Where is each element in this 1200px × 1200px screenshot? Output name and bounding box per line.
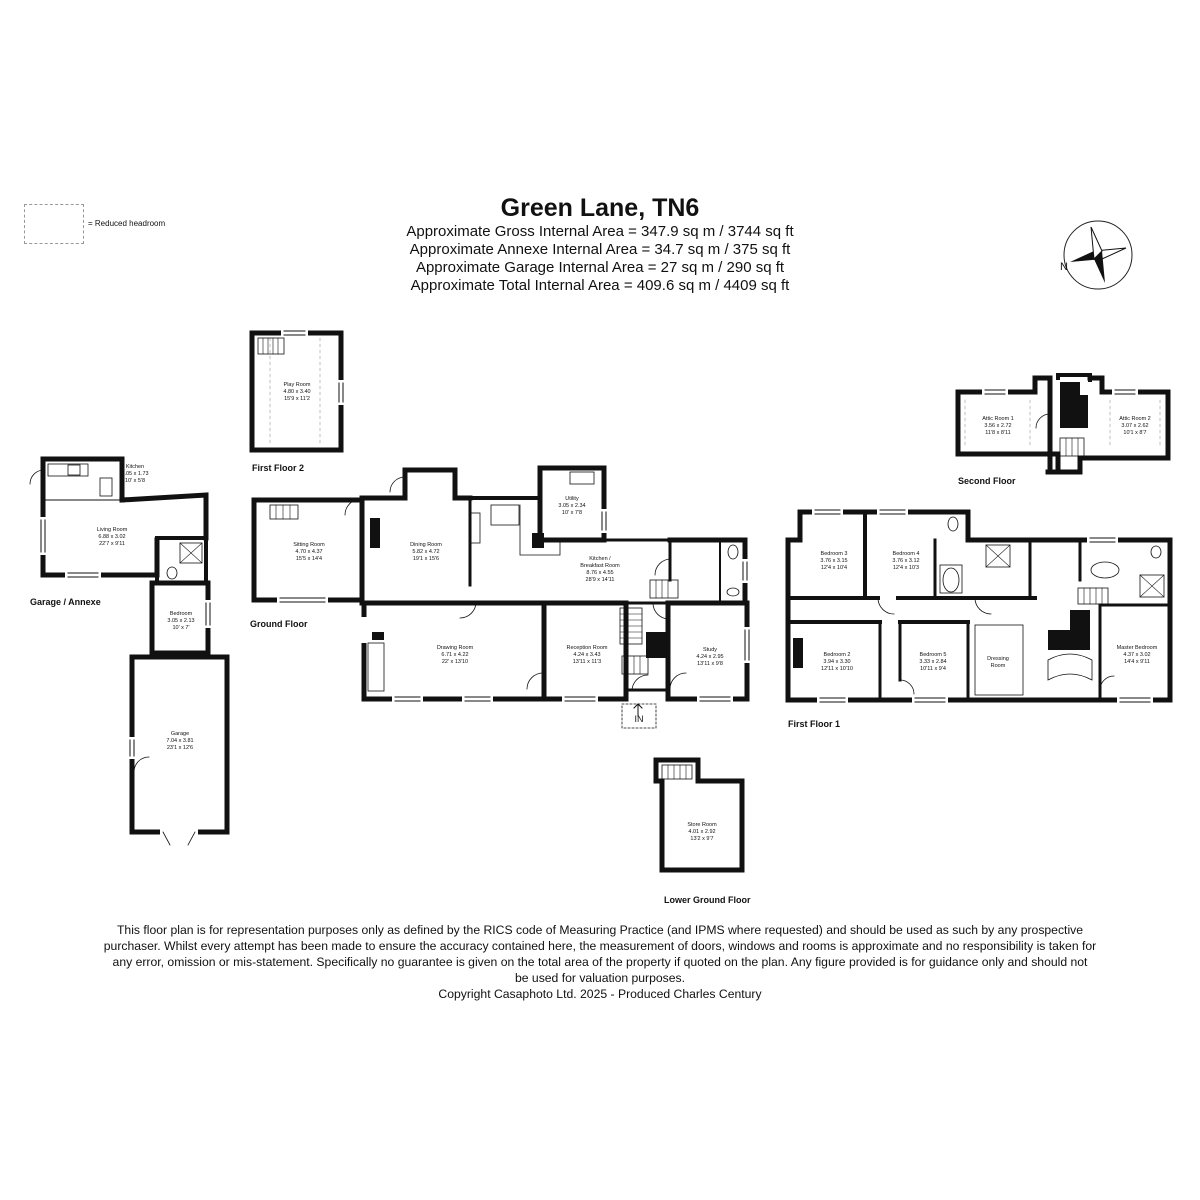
garage-annexe-label: Garage / Annexe bbox=[30, 597, 101, 607]
living-room-metric: 6.88 x 3.02 bbox=[98, 534, 125, 540]
attic-room-2-metric: 3.07 x 2.62 bbox=[1121, 423, 1148, 429]
entrance-label: IN bbox=[635, 714, 644, 724]
disclaimer-line-1: This floor plan is for representation pu… bbox=[116, 923, 1084, 937]
bedroom-4-imperial: 12'4 x 10'3 bbox=[893, 565, 919, 571]
bedroom-annexe-metric: 3.05 x 2.13 bbox=[167, 618, 194, 624]
kitchen-breakfast-metric: 8.76 x 4.55 bbox=[586, 570, 613, 576]
bedroom-2-name: Bedroom 2 bbox=[824, 652, 851, 658]
dressing-room-name-1: Dressing bbox=[987, 656, 1009, 662]
second-floor-plan bbox=[955, 373, 1171, 475]
disclaimer: This floor plan is for representation pu… bbox=[70, 922, 1130, 1002]
ground-floor-label: Ground Floor bbox=[250, 619, 308, 629]
sitting-room-name: Sitting Room bbox=[293, 542, 325, 548]
dining-room-imperial: 19'1 x 15'6 bbox=[413, 556, 439, 562]
kitchen-annexe-name: Kitchen bbox=[126, 464, 144, 470]
bedroom-annexe-name: Bedroom bbox=[170, 611, 193, 617]
drawing-room-name: Drawing Room bbox=[437, 645, 474, 651]
kitchen-breakfast-name-2: Breakfast Room bbox=[580, 563, 620, 569]
dressing-room-name-2: Room bbox=[991, 663, 1006, 669]
reception-room-metric: 4.24 x 3.43 bbox=[573, 652, 600, 658]
sitting-room-imperial: 15'5 x 14'4 bbox=[296, 556, 322, 562]
utility-imperial: 10' x 7'8 bbox=[562, 510, 582, 516]
lower-ground-floor-label: Lower Ground Floor bbox=[664, 895, 751, 905]
drawing-room-metric: 6.71 x 4.22 bbox=[441, 652, 468, 658]
attic-room-1-metric: 3.56 x 2.72 bbox=[984, 423, 1011, 429]
annexe-area: Approximate Annexe Internal Area = 34.7 … bbox=[409, 241, 791, 258]
store-room-imperial: 13'2 x 9'7 bbox=[690, 836, 713, 842]
compass-north-label: N bbox=[1060, 261, 1068, 273]
legend-label: = Reduced headroom bbox=[88, 219, 166, 228]
compass-icon bbox=[1063, 220, 1133, 290]
drawing-room-imperial: 22' x 13'10 bbox=[442, 659, 468, 665]
first-floor-1-label: First Floor 1 bbox=[788, 719, 840, 729]
attic-room-1-name: Attic Room 1 bbox=[982, 416, 1013, 422]
ground-floor-plan bbox=[251, 465, 750, 729]
reception-room-name: Reception Room bbox=[567, 645, 608, 651]
bedroom-5-name: Bedroom 5 bbox=[920, 652, 947, 658]
garage-name: Garage bbox=[171, 731, 189, 737]
disclaimer-line-2: purchaser. Whilst every attempt has been… bbox=[103, 939, 1097, 953]
play-room-metric: 4.80 x 3.40 bbox=[283, 389, 310, 395]
play-room-name: Play Room bbox=[284, 382, 311, 388]
bedroom-4-metric: 3.76 x 3.12 bbox=[892, 558, 919, 564]
attic-room-1-imperial: 11'8 x 8'11 bbox=[985, 430, 1010, 436]
disclaimer-line-4: be used for valuation purposes. bbox=[514, 971, 686, 985]
gross-area: Approximate Gross Internal Area = 347.9 … bbox=[406, 223, 794, 240]
property-title: Green Lane, TN6 bbox=[500, 194, 700, 222]
bedroom-5-imperial: 10'11 x 9'4 bbox=[920, 666, 946, 672]
attic-room-2-imperial: 10'1 x 8'7 bbox=[1123, 430, 1146, 436]
first-floor-2-plan bbox=[249, 330, 344, 453]
store-room-metric: 4.01 x 2.92 bbox=[688, 829, 715, 835]
kitchen-annexe-imperial: 10' x 5'8 bbox=[125, 478, 145, 484]
garage-metric: 7.04 x 3.81 bbox=[166, 738, 193, 744]
copyright: Copyright Casaphoto Ltd. 2025 - Produced… bbox=[438, 987, 762, 1001]
garage-annexe-plan bbox=[29, 456, 230, 846]
utility-name: Utility bbox=[565, 496, 579, 502]
utility-metric: 3.05 x 2.34 bbox=[558, 503, 585, 509]
reduced-headroom-swatch bbox=[24, 204, 84, 244]
bedroom-3-imperial: 12'4 x 10'4 bbox=[821, 565, 847, 571]
sitting-room-metric: 4.70 x 4.37 bbox=[295, 549, 322, 555]
store-room-name: Store Room bbox=[687, 822, 717, 828]
bedroom-4-name: Bedroom 4 bbox=[893, 551, 920, 557]
reception-room-imperial: 13'11 x 11'3 bbox=[573, 659, 602, 665]
study-imperial: 13'11 x 9'8 bbox=[697, 661, 723, 667]
bedroom-3-metric: 3.76 x 3.15 bbox=[820, 558, 847, 564]
first-floor-1-plan bbox=[785, 509, 1173, 703]
kitchen-annexe-metric: 3.05 x 1.73 bbox=[121, 471, 148, 477]
bedroom-5-metric: 3.33 x 2.84 bbox=[919, 659, 946, 665]
attic-room-2-name: Attic Room 2 bbox=[1119, 416, 1150, 422]
disclaimer-line-3: any error, omission or mis-statement. Sp… bbox=[112, 955, 1088, 969]
study-name: Study bbox=[703, 647, 717, 653]
second-floor-label: Second Floor bbox=[958, 476, 1016, 486]
total-area: Approximate Total Internal Area = 409.6 … bbox=[410, 277, 790, 294]
study-metric: 4.24 x 2.95 bbox=[696, 654, 723, 660]
dining-room-metric: 5.82 x 4.72 bbox=[412, 549, 439, 555]
bedroom-2-imperial: 12'11 x 10'10 bbox=[821, 666, 853, 672]
master-bedroom-metric: 4.37 x 3.02 bbox=[1123, 652, 1150, 658]
play-room-imperial: 15'9 x 11'2 bbox=[284, 396, 310, 402]
living-room-name: Living Room bbox=[97, 527, 128, 533]
plan-header: Green Lane, TN6 Approximate Gross Intern… bbox=[300, 193, 900, 295]
dining-room-name: Dining Room bbox=[410, 542, 442, 548]
kitchen-breakfast-imperial: 28'9 x 14'11 bbox=[586, 577, 615, 583]
master-bedroom-imperial: 14'4 x 9'11 bbox=[1124, 659, 1150, 665]
living-room-imperial: 22'7 x 9'11 bbox=[99, 541, 125, 547]
garage-imperial: 23'1 x 12'6 bbox=[167, 745, 193, 751]
kitchen-breakfast-name-1: Kitchen / bbox=[589, 556, 611, 562]
garage-area: Approximate Garage Internal Area = 27 sq… bbox=[415, 259, 785, 276]
master-bedroom-name: Master Bedroom bbox=[1117, 645, 1158, 651]
bedroom-annexe-imperial: 10' x 7' bbox=[172, 625, 189, 631]
bedroom-3-name: Bedroom 3 bbox=[821, 551, 848, 557]
bedroom-2-metric: 3.94 x 3.30 bbox=[823, 659, 850, 665]
first-floor-2-label: First Floor 2 bbox=[252, 463, 304, 473]
lower-ground-floor-plan bbox=[653, 757, 745, 873]
